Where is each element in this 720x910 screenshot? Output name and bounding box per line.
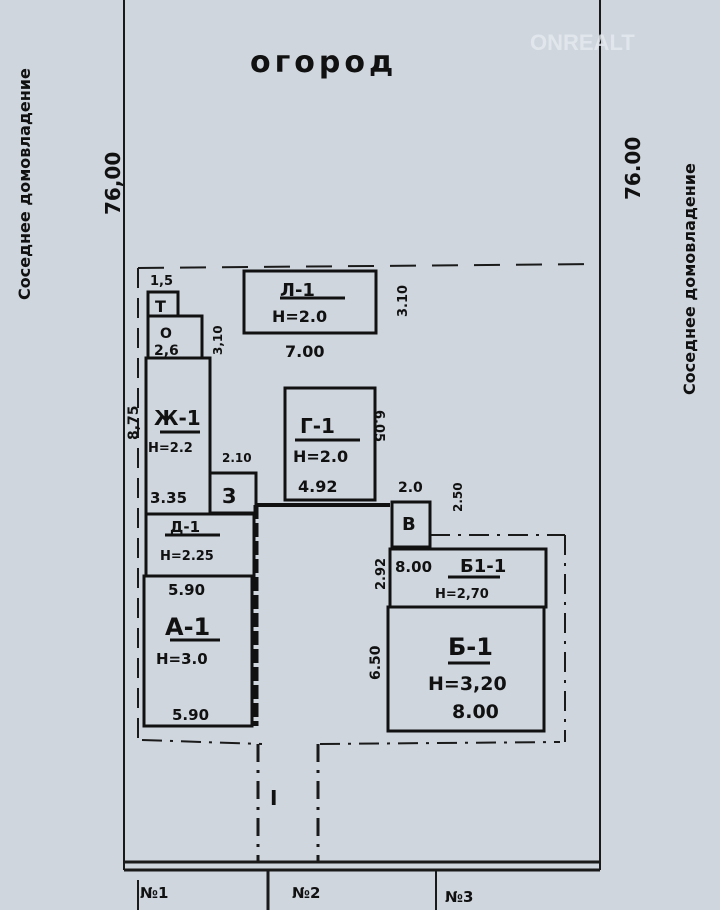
right-neighbor-label: Соседнее домовладение xyxy=(680,163,699,395)
entrance-2-label: №2 xyxy=(292,884,320,902)
z-label: З xyxy=(222,484,236,508)
a-width-top: 5.90 xyxy=(168,581,205,599)
l-width: 7.00 xyxy=(285,342,324,361)
b1-label: Б1-1 xyxy=(460,556,506,577)
l-depth-label: 3.10 xyxy=(396,285,411,317)
b-width: 8.00 xyxy=(452,701,499,723)
watermark-logo: ONREALT xyxy=(530,30,635,55)
b1-height: Н=2,70 xyxy=(435,587,489,602)
entrance-3-label: №3 xyxy=(445,888,473,906)
a-height: Н=3.0 xyxy=(156,650,208,668)
l-height: Н=2.0 xyxy=(272,307,327,326)
o-label: О xyxy=(160,326,172,342)
b-depth: 6.50 xyxy=(368,645,384,680)
b-label: Б-1 xyxy=(448,633,493,661)
yard-label: I xyxy=(270,786,277,810)
building-g xyxy=(283,386,377,502)
left-neighbor-label: Соседнее домовладение xyxy=(15,68,34,300)
v-depth: 2.50 xyxy=(451,482,465,512)
zh-dim: 8,75 xyxy=(126,405,142,440)
d-height: Н=2.25 xyxy=(160,549,214,564)
t-dim: 1,5 xyxy=(150,274,173,289)
g-label: Г-1 xyxy=(300,414,335,438)
zh-label: Ж-1 xyxy=(154,406,201,430)
entrance-1-label: №1 xyxy=(140,884,168,902)
garden-label: огород xyxy=(250,45,397,80)
v-width: 2.0 xyxy=(398,480,423,496)
g-height: Н=2.0 xyxy=(293,447,348,466)
building-a xyxy=(142,574,254,728)
b1-depth: 2.92 xyxy=(374,558,389,590)
building-b xyxy=(386,605,546,733)
v-label: В xyxy=(402,514,416,535)
b-height: Н=3,20 xyxy=(428,673,507,695)
o-dim: 3,10 xyxy=(211,325,225,355)
zh-height: Н=2.2 xyxy=(148,441,193,456)
buildings xyxy=(142,269,548,733)
t-label: Т xyxy=(155,297,166,316)
building-l xyxy=(242,269,378,335)
right-length-label: 76.00 xyxy=(621,137,645,200)
building-v xyxy=(390,500,432,549)
a-width-bottom: 5.90 xyxy=(172,706,209,724)
z-dim: 2.10 xyxy=(222,451,252,465)
d-label: Д-1 xyxy=(170,518,200,536)
g-depth: 6.05 xyxy=(371,410,386,442)
o-value: 2,6 xyxy=(154,343,179,359)
a-label: А-1 xyxy=(165,613,210,641)
plot-boundary xyxy=(123,0,601,910)
zh-width: 3.35 xyxy=(150,489,187,507)
g-width: 4.92 xyxy=(298,477,337,496)
left-length-label: 76,00 xyxy=(101,152,125,215)
b1-width: 8.00 xyxy=(395,558,432,576)
l-label: Л-1 xyxy=(280,280,315,301)
